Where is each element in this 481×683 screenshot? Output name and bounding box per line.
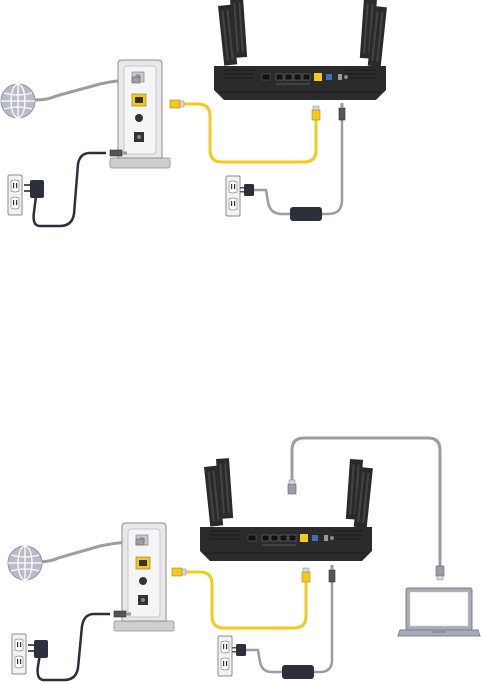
power-outlet-router [218, 636, 232, 676]
power-adapter-modem [24, 180, 44, 198]
internet-globe [8, 546, 42, 580]
laptop-ethernet-plug [436, 566, 444, 580]
router-power-cable [312, 580, 332, 672]
modem-power-cable [34, 153, 106, 226]
diagram-2 [8, 438, 480, 680]
router-power-cable [320, 116, 342, 214]
router-power-plug [329, 565, 335, 582]
power-outlet-modem [8, 175, 22, 215]
router [200, 458, 373, 561]
modem-ethernet-plug [170, 100, 184, 108]
coax-connector [136, 539, 144, 545]
router-power-cable-lower [246, 650, 284, 672]
ethernet-cable-yellow [178, 572, 306, 628]
ethernet-cable-yellow [176, 104, 316, 162]
laptop [398, 588, 480, 636]
router-ethernet-plug [312, 106, 320, 120]
diagram-1 [1, 0, 387, 226]
power-adapter [282, 665, 314, 679]
router-power-cable-lower [252, 190, 292, 214]
power-outlet-router [226, 176, 240, 216]
router-wall-plug [232, 644, 246, 656]
router [214, 0, 387, 100]
router-wall-plug [240, 184, 254, 196]
internet-globe [1, 84, 35, 118]
router-power-plug [339, 103, 345, 120]
modem-power-cable [38, 614, 110, 680]
power-outlet-modem [12, 634, 26, 674]
power-adapter [290, 207, 322, 221]
power-adapter-modem [28, 640, 48, 658]
coax-connector [132, 77, 140, 83]
router-lan-plug [288, 480, 296, 494]
router-ethernet-plug [302, 568, 310, 582]
modem-ethernet-plug [172, 568, 186, 576]
